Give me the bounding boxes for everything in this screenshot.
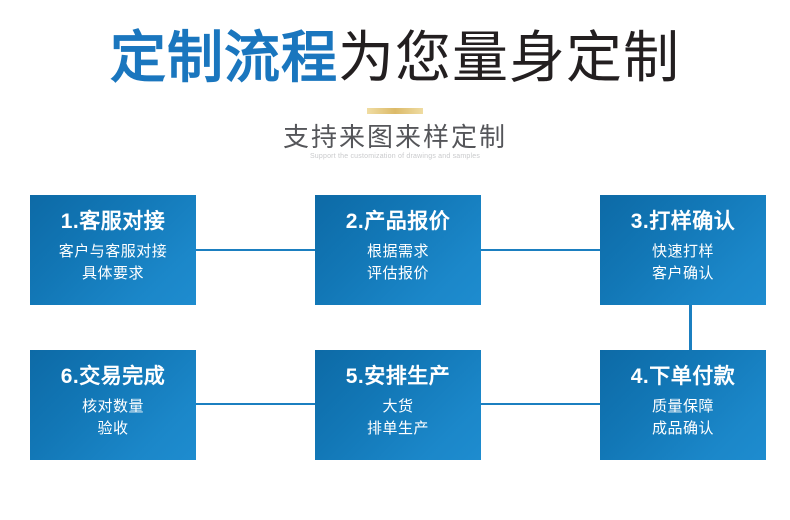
flow-step-5-title: 5.安排生产 <box>345 365 451 388</box>
flow-step-6-lines: 核对数量 验收 <box>30 396 196 440</box>
flow-step-6[interactable]: 6.交易完成 核对数量 验收 <box>30 350 196 460</box>
flow-step-1-title: 1.客服对接 <box>60 210 166 233</box>
flow-step-4-lines: 质量保障 成品确认 <box>600 396 766 440</box>
flow-step-5-line-2: 排单生产 <box>366 420 429 437</box>
connector-step4-step5 <box>475 403 606 405</box>
flow-step-1-line-1: 客户与客服对接 <box>58 243 168 260</box>
flow-step-3-lines: 快速打样 客户确认 <box>600 241 766 285</box>
flow-step-2-line-1: 根据需求 <box>366 243 429 260</box>
connector-step5-step6 <box>190 403 321 405</box>
flow-step-5-line-1: 大货 <box>382 398 414 415</box>
flow-step-5-lines: 大货 排单生产 <box>315 396 481 440</box>
flow-step-6-line-1: 核对数量 <box>81 398 144 415</box>
flow-step-3-line-1: 快速打样 <box>651 243 714 260</box>
flow-step-5[interactable]: 5.安排生产 大货 排单生产 <box>315 350 481 460</box>
flow-step-3-line-2: 客户确认 <box>651 265 714 282</box>
flow-step-2-line-2: 评估报价 <box>366 265 429 282</box>
connector-step3-step4 <box>689 300 692 356</box>
connector-step1-step2 <box>190 249 321 251</box>
gold-divider <box>367 108 423 114</box>
page-header: 定制流程为您量身定制 支持来图来样定制 Support the customiz… <box>0 0 790 180</box>
flow-step-2-lines: 根据需求 评估报价 <box>315 241 481 285</box>
flow-step-4-line-2: 成品确认 <box>651 420 714 437</box>
flow-step-1-line-2: 具体要求 <box>81 265 144 282</box>
flow-step-2[interactable]: 2.产品报价 根据需求 评估报价 <box>315 195 481 305</box>
page-subtitle: 支持来图来样定制 <box>282 122 507 152</box>
flow-step-4-line-1: 质量保障 <box>651 398 714 415</box>
flow-step-2-title: 2.产品报价 <box>345 210 451 233</box>
flow-step-3-title: 3.打样确认 <box>630 210 736 233</box>
page-subtitle-english: Support the customization of drawings an… <box>309 153 481 160</box>
flow-step-4[interactable]: 4.下单付款 质量保障 成品确认 <box>600 350 766 460</box>
flow-step-4-title: 4.下单付款 <box>630 365 736 388</box>
flow-step-1-lines: 客户与客服对接 具体要求 <box>30 241 196 285</box>
flow-step-6-title: 6.交易完成 <box>60 365 166 388</box>
page-title: 定制流程为您量身定制 <box>0 26 790 90</box>
connector-step2-step3 <box>475 249 606 251</box>
page-title-accent: 定制流程 <box>110 26 338 89</box>
flow-step-6-line-2: 验收 <box>97 420 129 437</box>
flow-step-3[interactable]: 3.打样确认 快速打样 客户确认 <box>600 195 766 305</box>
flow-step-1[interactable]: 1.客服对接 客户与客服对接 具体要求 <box>30 195 196 305</box>
page-title-plain: 为您量身定制 <box>338 26 680 89</box>
